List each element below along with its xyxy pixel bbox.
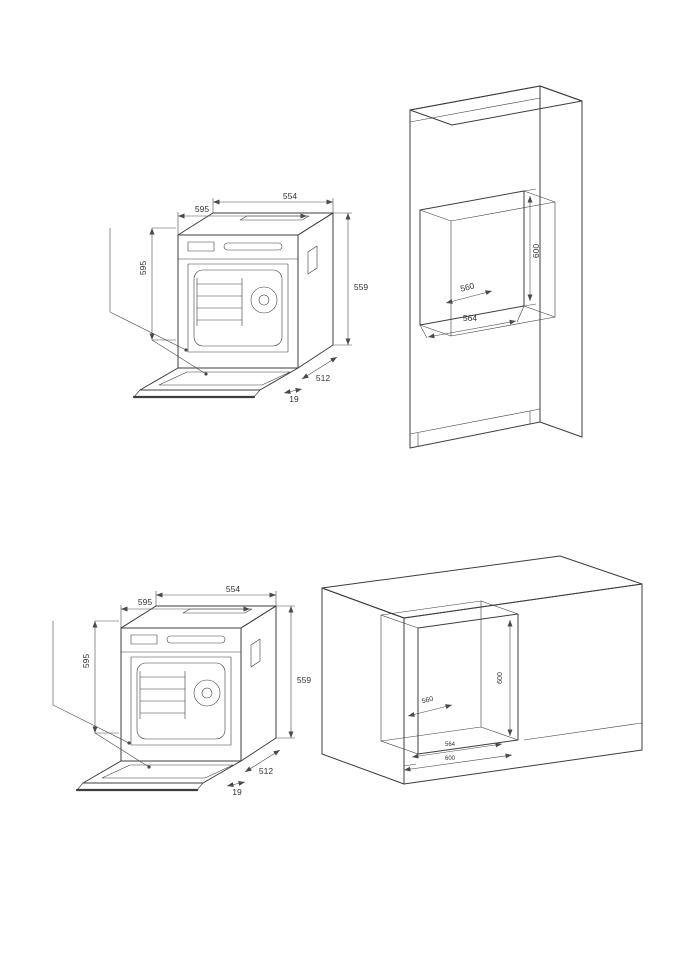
dim-oven-frame-width: 595 [138, 597, 152, 607]
dim-oven-height: 559 [354, 282, 368, 292]
dim-oven-door-thickness: 19 [289, 394, 299, 404]
dim-base-niche-width: 564 [445, 742, 456, 748]
tall-cabinet-dimensions: 600 560 564 [419, 188, 541, 339]
dim-base-cabinet-width: 600 [445, 756, 456, 762]
top-oven-drawing: 554 595 595 559 512 19 [110, 191, 368, 404]
dim-oven-depth: 512 [316, 373, 330, 383]
top-oven-dimensions: 554 595 595 559 512 19 [138, 191, 368, 404]
dim-oven-frame-width: 595 [195, 204, 209, 214]
tall-cabinet-drawing: 600 560 564 [409, 85, 583, 449]
oven-line-art [110, 198, 352, 397]
dim-cabinet-niche-width: 564 [463, 313, 477, 323]
dim-cabinet-niche-height: 600 [531, 244, 541, 258]
dim-oven-height: 559 [297, 675, 311, 685]
bottom-oven-dimensions: 554 595 595 559 512 19 [81, 584, 311, 797]
dim-oven-top-width: 554 [226, 584, 240, 594]
dim-oven-door-thickness: 19 [232, 787, 242, 797]
dim-base-niche-height: 600 [497, 672, 504, 684]
base-cabinet-line-art [321, 555, 643, 785]
dim-cabinet-niche-depth: 560 [459, 280, 475, 293]
base-cabinet-dimensions: 600 560 564 600 [403, 620, 513, 772]
dim-oven-frame-height: 595 [138, 261, 148, 275]
oven-line-art [53, 591, 295, 790]
dim-oven-top-width: 554 [283, 191, 297, 201]
dim-oven-depth: 512 [259, 766, 273, 776]
base-cabinet-drawing: 600 560 564 600 [321, 555, 643, 785]
dim-base-niche-depth: 560 [421, 696, 434, 706]
dim-oven-frame-height: 595 [81, 654, 91, 668]
tall-cabinet-line-art [409, 85, 583, 449]
bottom-oven-drawing: 554 595 595 559 512 19 [53, 584, 311, 797]
